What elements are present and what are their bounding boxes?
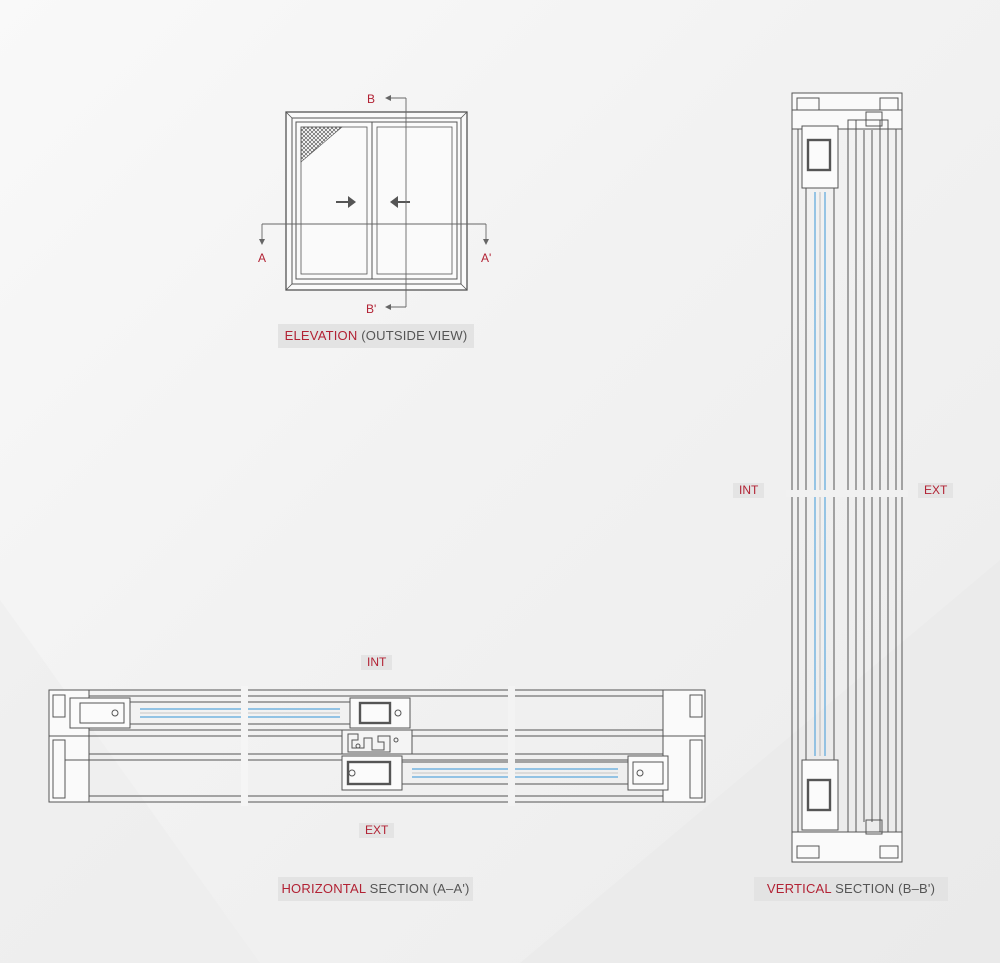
horizontal-ext-tag: EXT <box>359 823 395 838</box>
cut-label-a-prime: A' <box>481 251 492 265</box>
vertical-caption-rest: SECTION (B–B') <box>831 881 936 896</box>
vertical-ext-tag: EXT <box>918 483 954 498</box>
elevation-caption-rest: (OUTSIDE VIEW) <box>357 328 468 343</box>
vertical-caption-highlight: VERTICAL <box>766 881 832 896</box>
horizontal-caption-rest: SECTION (A–A') <box>365 881 470 896</box>
vertical-caption: VERTICAL SECTION (B–B') <box>754 877 948 901</box>
vertical-int-tag: INT <box>733 483 765 498</box>
horizontal-int-tag: INT <box>361 655 393 670</box>
horizontal-caption-highlight: HORIZONTAL <box>281 881 366 896</box>
cut-label-b: B <box>367 92 376 106</box>
horizontal-caption: HORIZONTAL SECTION (A–A') <box>278 877 473 901</box>
elevation-caption-highlight: ELEVATION <box>284 328 358 343</box>
cut-label-b-prime: B' <box>366 302 377 316</box>
cut-label-a: A <box>258 251 267 265</box>
elevation-caption: ELEVATION (OUTSIDE VIEW) <box>278 324 474 348</box>
